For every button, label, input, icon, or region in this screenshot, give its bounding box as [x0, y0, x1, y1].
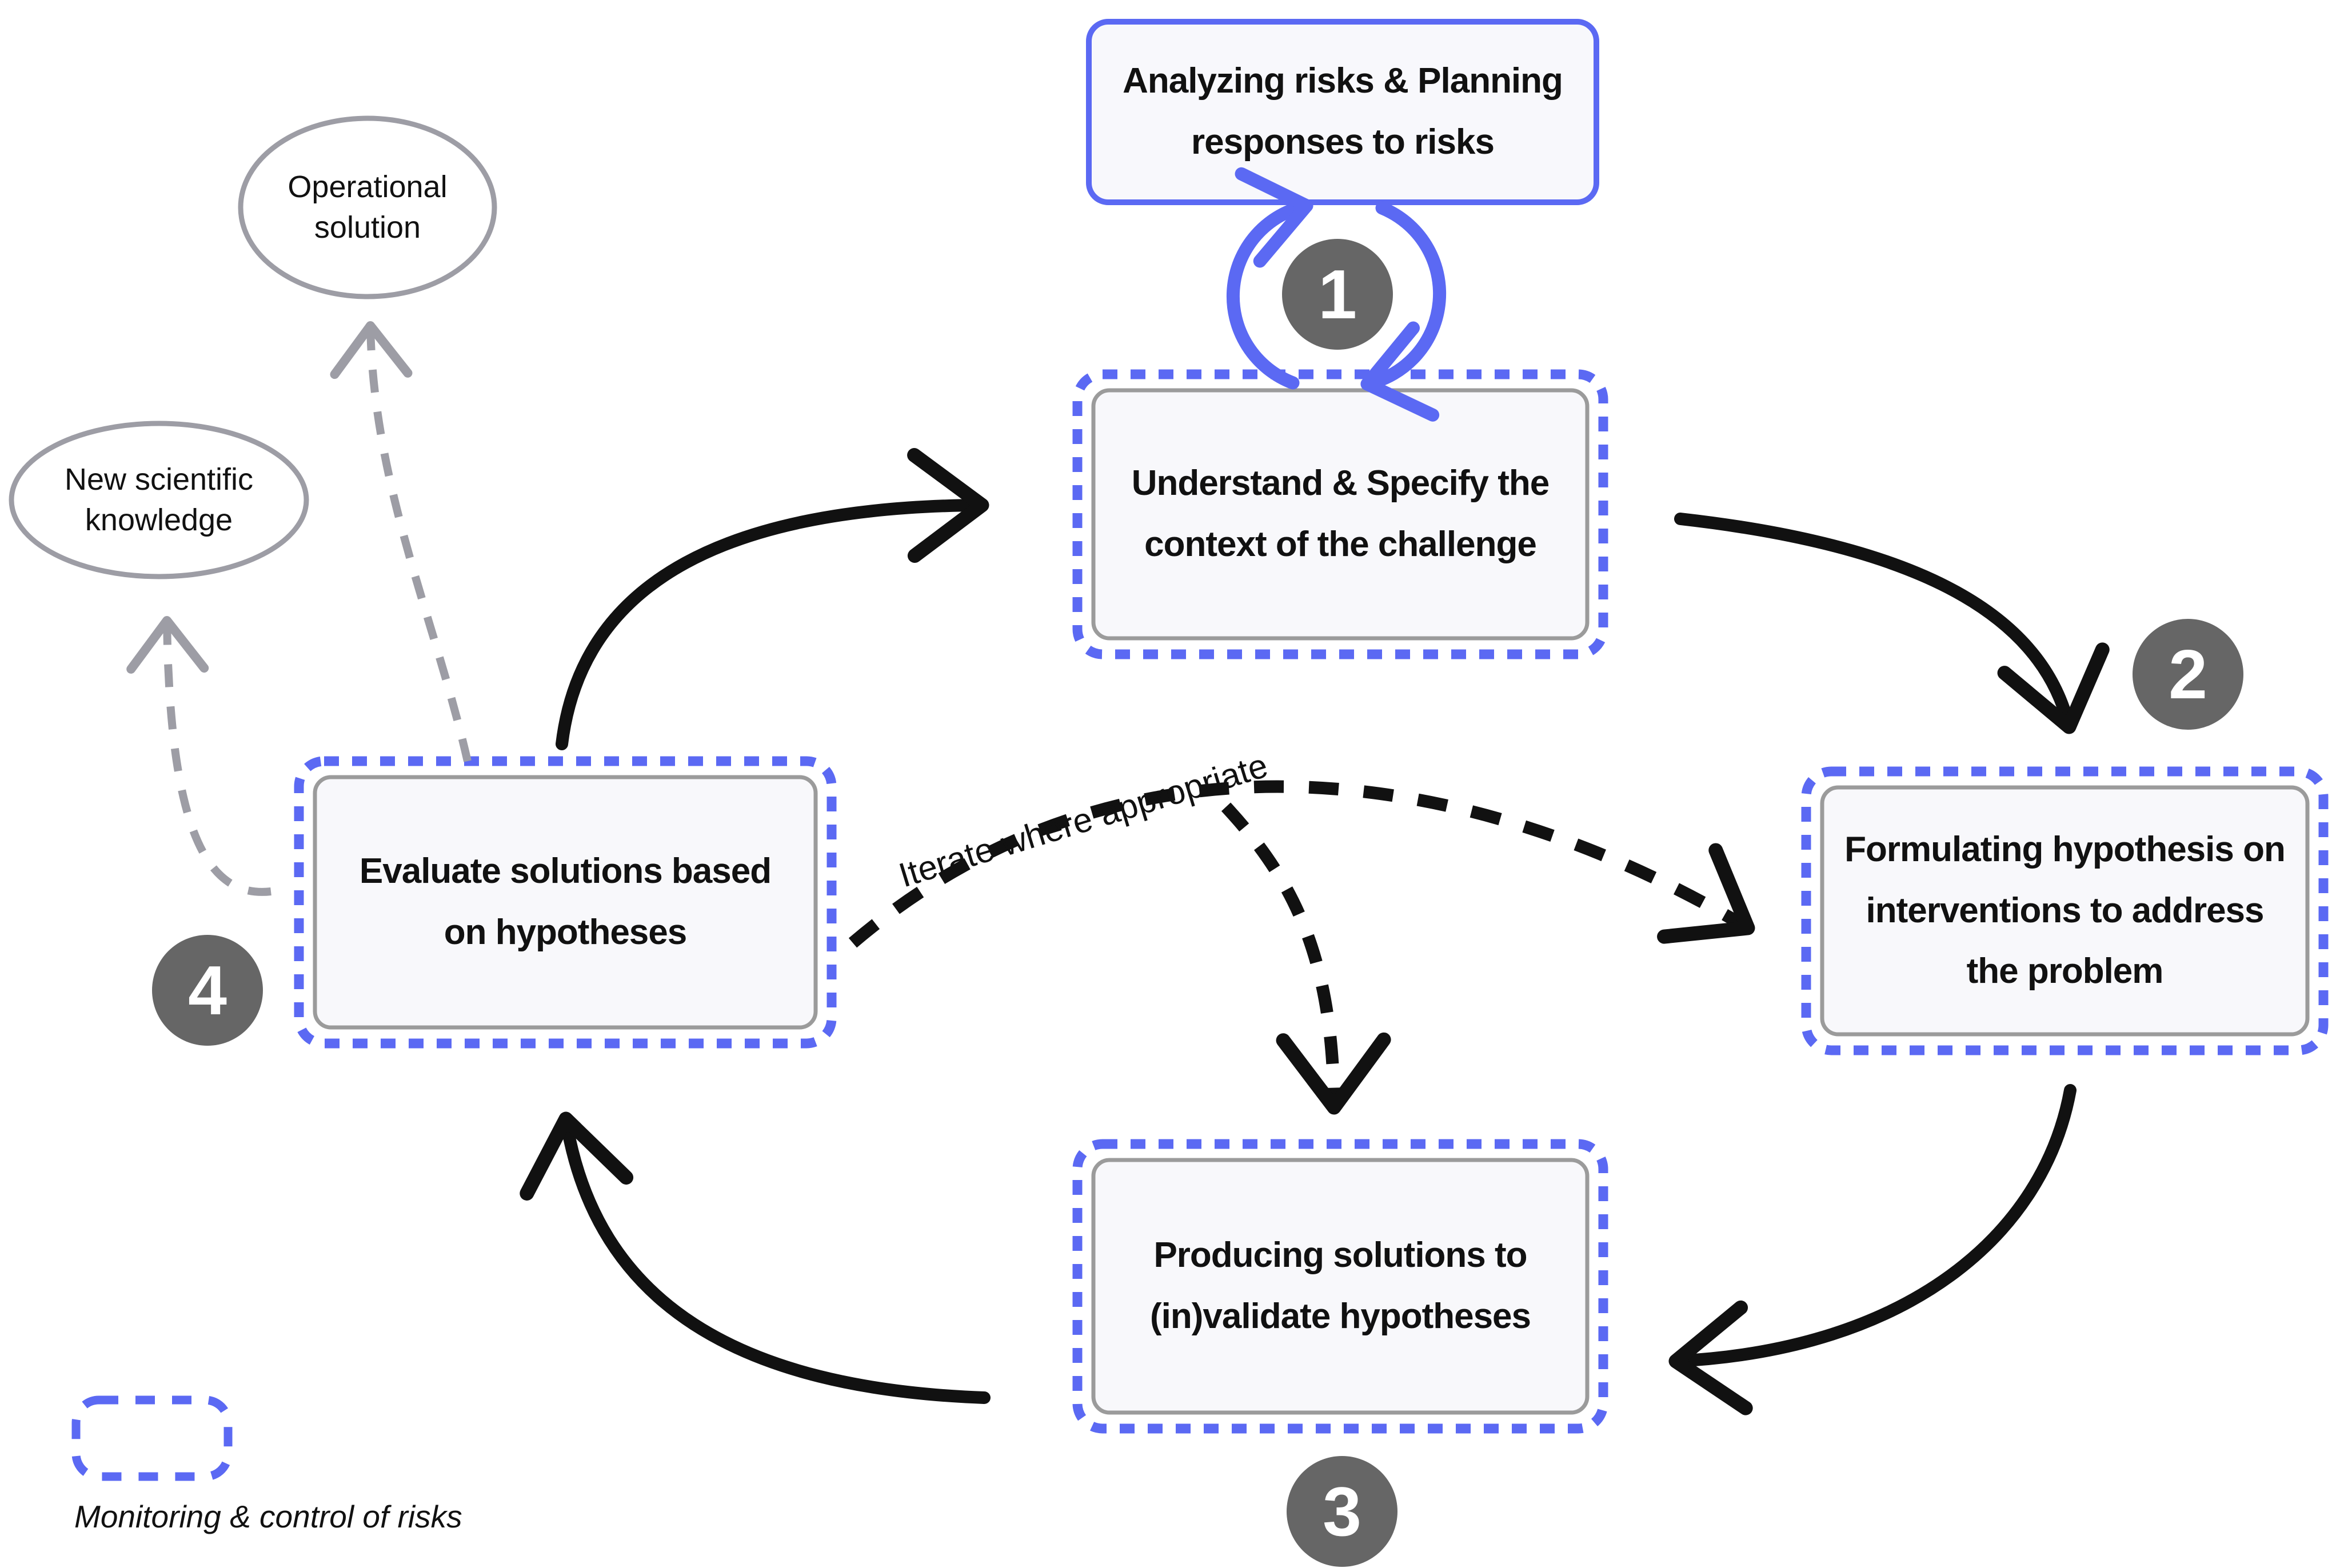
arrow-evaluate-to-new-scientific-knowledge: [126, 616, 271, 896]
understand-box-dashed-border: [1072, 369, 1608, 659]
formulating-box-inner: [1820, 785, 2310, 1037]
new-scientific-knowledge-label: New scientific knowledge: [64, 462, 254, 537]
step-1-badge: 1: [1282, 239, 1393, 350]
legend-dashed-box-swatch: [71, 1395, 233, 1481]
analyzing-risks-box-label: Analyzing risks & Planning responses to …: [1123, 61, 1563, 162]
producing-box-inner: [1091, 1158, 1590, 1415]
new-scientific-knowledge-ellipse: [9, 421, 309, 579]
arrow-evaluate-to-operational-solution: [330, 321, 472, 762]
cycle-arrow-right-icon: [1360, 201, 1447, 422]
understand-box-inner: [1091, 388, 1590, 641]
producing-box-label: Producing solutions to (in)validate hypo…: [1149, 1235, 1531, 1336]
legend-caption: Monitoring & control of risks: [74, 1499, 462, 1534]
formulating-box-label: Formulating hypothesis on interventions …: [1844, 830, 2286, 991]
evaluate-box-dashed-border: [294, 756, 837, 1049]
arrow-evaluate-to-understand: [556, 448, 989, 750]
analyzing-risks-box-outline: [1086, 19, 1599, 205]
step-4-badge: 4: [152, 935, 263, 1046]
formulating-box-dashed-border: [1801, 766, 2329, 1055]
understand-box-label: Understand & Specify the context of the …: [1131, 463, 1550, 564]
iterate-arrow-to-producing: [1221, 802, 1391, 1115]
arrow-producing-to-evaluate: [520, 1111, 991, 1404]
arrow-formulating-to-producing: [1668, 1084, 2077, 1415]
operational-solution-label: Operational solution: [287, 169, 448, 245]
step-3-badge: 3: [1287, 1456, 1397, 1567]
cycle-arrow-left-icon: [1226, 167, 1313, 390]
arrow-understand-to-formulating: [1674, 513, 2110, 734]
evaluate-box-inner: [313, 775, 818, 1030]
operational-solution-ellipse: [238, 115, 497, 299]
evaluate-box-label: Evaluate solutions based on hypotheses: [359, 851, 772, 952]
producing-box-dashed-border: [1072, 1139, 1608, 1434]
step-2-badge: 2: [2133, 619, 2243, 730]
